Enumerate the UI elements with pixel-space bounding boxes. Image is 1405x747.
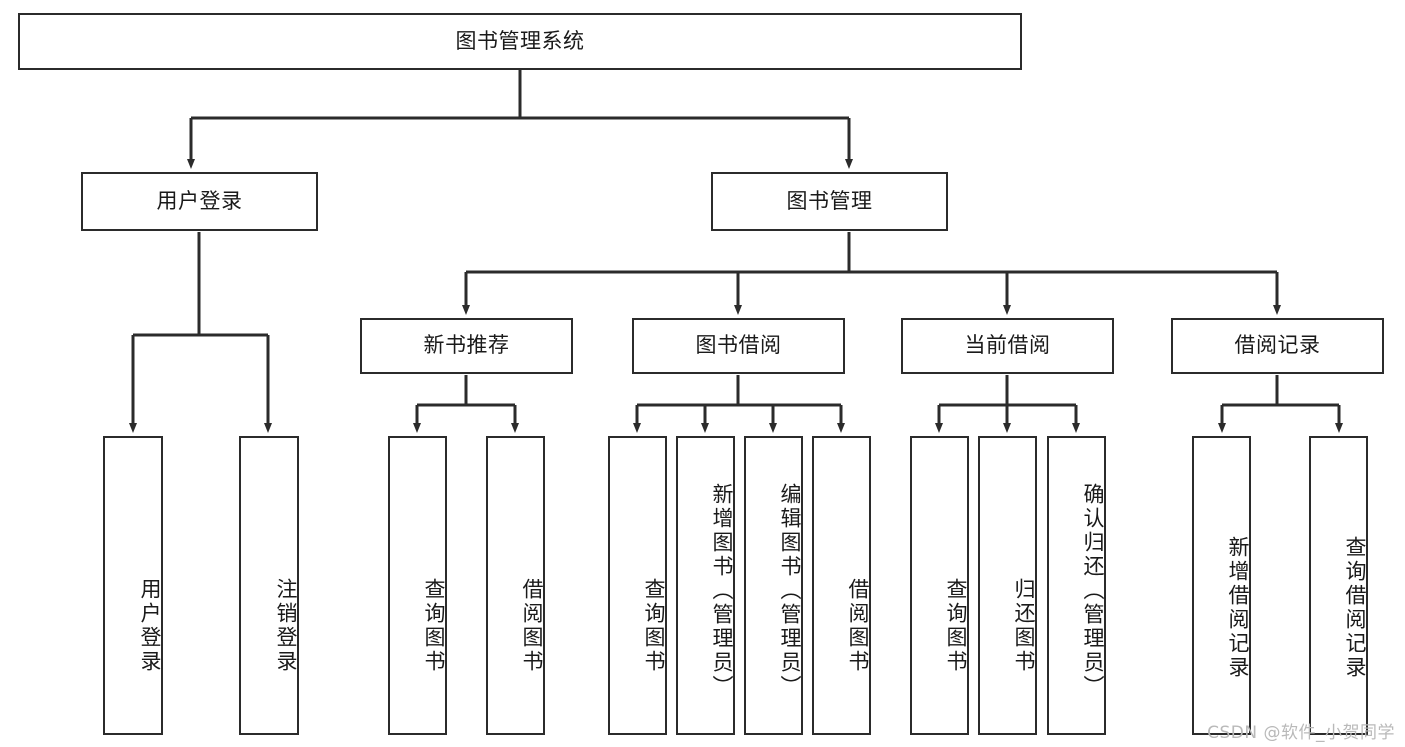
leaf-borrow-book-2-label: 借阅图书 <box>846 577 870 674</box>
leaf-query-book-3-label: 查询图书 <box>944 577 968 674</box>
watermark: CSDN @软件_小贺同学 <box>1207 723 1395 743</box>
node-user-login-label: 用户登录 <box>156 188 243 213</box>
node-book-manage[interactable]: 图书管理 <box>711 172 948 231</box>
node-current-borrow[interactable]: 当前借阅 <box>901 318 1114 374</box>
node-book-manage-label: 图书管理 <box>786 188 873 213</box>
leaf-confirm-return-label: 确认归还（管理员） <box>1081 482 1105 699</box>
leaf-borrow-book-1-label: 借阅图书 <box>520 577 544 674</box>
leaf-return-book[interactable]: 归还图书 <box>978 436 1037 735</box>
node-book-borrow[interactable]: 图书借阅 <box>632 318 845 374</box>
leaf-add-record[interactable]: 新增借阅记录 <box>1192 436 1251 735</box>
node-borrow-record[interactable]: 借阅记录 <box>1171 318 1384 374</box>
leaf-query-book-2[interactable]: 查询图书 <box>608 436 667 735</box>
leaf-query-book-1[interactable]: 查询图书 <box>388 436 447 735</box>
leaf-user-login-label: 用户登录 <box>138 577 162 674</box>
leaf-edit-book-label: 编辑图书（管理员） <box>778 482 802 699</box>
leaf-borrow-book-1[interactable]: 借阅图书 <box>486 436 545 735</box>
leaf-user-logout[interactable]: 注销登录 <box>239 436 299 735</box>
leaf-confirm-return[interactable]: 确认归还（管理员） <box>1047 436 1106 735</box>
node-root-label: 图书管理系统 <box>455 28 585 53</box>
node-borrow-record-label: 借阅记录 <box>1234 333 1321 358</box>
leaf-query-book-3[interactable]: 查询图书 <box>910 436 969 735</box>
node-root[interactable]: 图书管理系统 <box>18 13 1022 70</box>
node-new-book-recommend[interactable]: 新书推荐 <box>360 318 573 374</box>
node-new-book-recommend-label: 新书推荐 <box>423 333 510 358</box>
leaf-add-book-label: 新增图书（管理员） <box>710 482 734 699</box>
leaf-user-login[interactable]: 用户登录 <box>103 436 163 735</box>
leaf-add-book[interactable]: 新增图书（管理员） <box>676 436 735 735</box>
leaf-query-record-label: 查询借阅记录 <box>1343 535 1367 680</box>
leaf-add-record-label: 新增借阅记录 <box>1226 535 1250 680</box>
node-current-borrow-label: 当前借阅 <box>964 333 1051 358</box>
node-user-login[interactable]: 用户登录 <box>81 172 318 231</box>
leaf-query-record[interactable]: 查询借阅记录 <box>1309 436 1368 735</box>
leaf-edit-book[interactable]: 编辑图书（管理员） <box>744 436 803 735</box>
node-book-borrow-label: 图书借阅 <box>695 333 782 358</box>
leaf-user-logout-label: 注销登录 <box>274 577 298 674</box>
leaf-query-book-1-label: 查询图书 <box>422 577 446 674</box>
leaf-return-book-label: 归还图书 <box>1012 577 1036 674</box>
leaf-borrow-book-2[interactable]: 借阅图书 <box>812 436 871 735</box>
leaf-query-book-2-label: 查询图书 <box>642 577 666 674</box>
